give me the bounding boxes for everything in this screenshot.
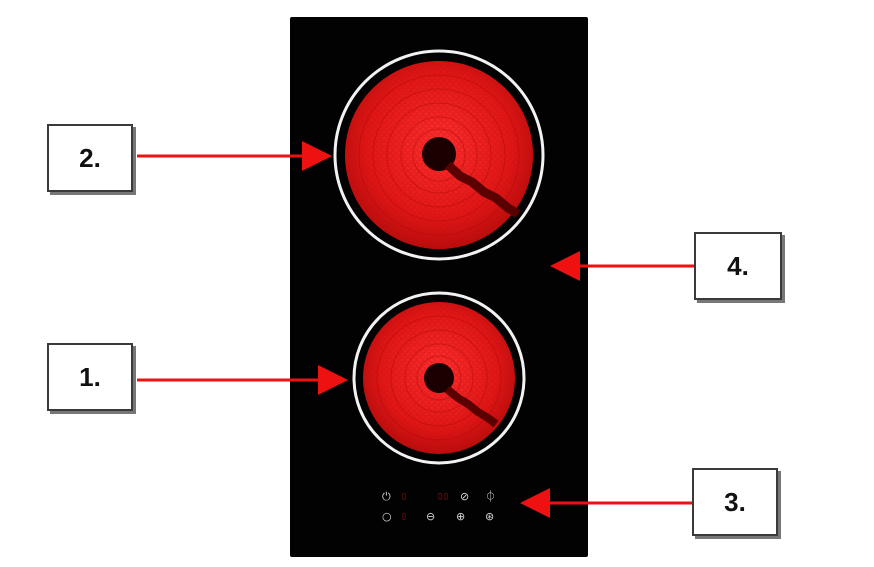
right-zone-digit-icon: ▯	[401, 511, 408, 522]
label-3: 3.	[692, 468, 778, 536]
front-zone-ring	[352, 291, 526, 465]
zone-select-icon[interactable]: ⏀	[485, 490, 496, 503]
minus-icon[interactable]: ⊖	[426, 510, 436, 523]
front-zone-center	[424, 363, 454, 393]
rear-zone-center	[422, 137, 456, 171]
label-4: 4.	[694, 232, 782, 300]
left-zone-digit-icon: ▯	[401, 491, 408, 502]
label-1: 1.	[47, 343, 133, 411]
plus-icon[interactable]: ⊕	[456, 510, 466, 523]
rear-zone-ring	[333, 49, 545, 261]
power-icon[interactable]: ⏻	[382, 490, 391, 503]
front-cooking-zone	[352, 291, 526, 465]
bulb-icon[interactable]: ○	[382, 510, 392, 523]
lock-icon[interactable]: ⊘	[460, 490, 470, 503]
rear-cooking-zone	[333, 49, 545, 261]
label-2: 2.	[47, 124, 133, 192]
timer-display-icon: ▯▯	[437, 491, 450, 502]
boost-icon[interactable]: ⊛	[485, 510, 495, 523]
